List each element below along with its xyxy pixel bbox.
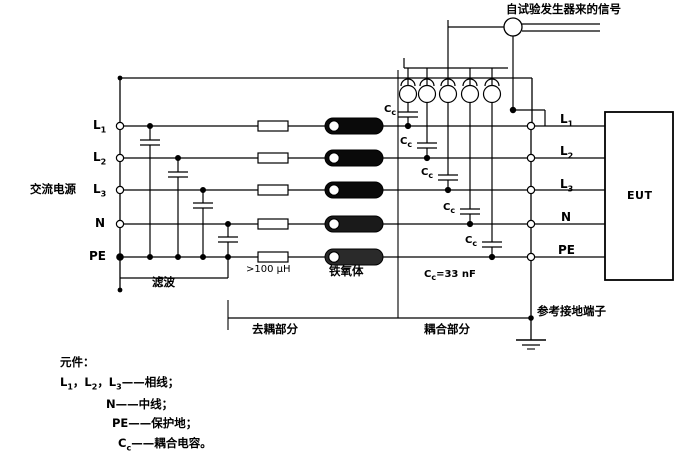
legend-row-cc: Cc——耦合电容。	[60, 435, 212, 453]
cc2-base: C	[400, 136, 408, 147]
ccv-base: C	[424, 269, 432, 280]
output-terminals	[526, 121, 536, 340]
decoupling-section-label: 去耦部分	[252, 322, 298, 336]
ferrite-label: 铁氧体	[329, 264, 364, 278]
cc4-base: C	[443, 202, 451, 213]
legend-phase-desc: ——相线；	[121, 374, 180, 389]
l2-base: L	[93, 150, 101, 164]
coupling-switch-bank	[398, 20, 508, 105]
eut-box	[604, 111, 674, 281]
right-line-label-l1: L1	[560, 113, 573, 128]
earth-ground-symbol	[516, 339, 546, 350]
l2-sub: 2	[100, 157, 107, 167]
cc-label-2: Cc	[400, 137, 412, 149]
left-line-label-l1: L1	[93, 119, 106, 134]
legend-block: 元件： L1，L2，L3——相线； N——中线； PE——保护地； Cc——耦合…	[60, 355, 212, 460]
coupling-section-label: 耦合部分	[424, 322, 470, 336]
decoupling-inductors	[257, 120, 289, 263]
ferrite-beads	[324, 117, 384, 266]
ccv-value: =33 nF	[436, 269, 476, 280]
l1-base-right: L	[560, 112, 568, 126]
section-dividers	[227, 70, 399, 330]
cc-label-4: Cc	[443, 203, 455, 215]
cc-value-label: Cc=33 nF	[424, 270, 476, 282]
cc-label-5: Cc	[465, 236, 477, 248]
ccv-sub: c	[431, 273, 437, 282]
cc3-sub: c	[428, 171, 434, 180]
legend-l3-sub: 3	[116, 381, 122, 391]
cc5-base: C	[465, 235, 473, 246]
legend-l3: ，L	[97, 374, 117, 389]
l2-base-right: L	[560, 144, 568, 158]
right-line-label-l2: L2	[560, 145, 573, 160]
ground-terminal-label: 参考接地端子	[537, 304, 606, 318]
right-line-label-n: N	[561, 210, 572, 224]
left-line-label-l3: L3	[93, 183, 106, 198]
l1-sub: 1	[100, 125, 107, 135]
legend-pe: PE	[112, 416, 129, 431]
ac-source-label: 交流电源	[30, 182, 76, 196]
left-line-label-pe: PE	[89, 249, 106, 263]
right-line-label-pe: PE	[558, 243, 575, 257]
legend-pe-desc: ——保护地；	[128, 416, 198, 431]
legend-l1-sub: 1	[67, 381, 73, 391]
l3-base: L	[93, 182, 101, 196]
legend-cc-desc: ——耦合电容。	[131, 435, 212, 450]
left-line-label-l2: L2	[93, 151, 106, 166]
cc5-sub: c	[472, 239, 478, 248]
filter-box	[120, 257, 229, 279]
legend-row-phase: L1，L2，L3——相线；	[60, 374, 212, 391]
legend-l2-sub: 2	[91, 381, 98, 391]
signal-generator-input	[448, 17, 600, 126]
right-line-label-l3: L3	[560, 178, 573, 193]
filter-capacitors	[140, 122, 238, 261]
signal-source-label: 自试验发生器来的信号	[506, 2, 621, 16]
l3-base-right: L	[560, 177, 568, 191]
l1-base: L	[93, 118, 101, 132]
left-line-label-n: N	[95, 216, 106, 230]
legend-row-neutral: N——中线；	[60, 396, 212, 411]
cc1-sub: c	[391, 108, 397, 117]
l2-sub-right: 2	[567, 151, 574, 161]
cc-label-3: Cc	[421, 168, 433, 180]
eut-label: EUT	[627, 189, 653, 202]
coupling-capacitors	[398, 104, 502, 261]
l3-sub: 3	[100, 189, 107, 199]
legend-l1: L	[60, 374, 68, 389]
legend-cc: C	[118, 435, 127, 450]
legend-n: N	[106, 396, 116, 411]
legend-row-pe: PE——保护地；	[60, 418, 212, 430]
legend-heading: 元件：	[60, 355, 95, 369]
legend-cc-sub: c	[126, 443, 132, 453]
l3-sub-right: 3	[567, 184, 574, 194]
inductor-value-label: >100 µH	[246, 264, 291, 275]
legend-l2: ，L	[72, 374, 92, 389]
cc3-base: C	[421, 167, 429, 178]
cc-label-1: Cc	[384, 105, 396, 117]
cc2-sub: c	[407, 140, 413, 149]
cc1-base: C	[384, 104, 392, 115]
source-terminals	[115, 75, 125, 293]
cc4-sub: c	[450, 206, 456, 215]
legend-n-desc: ——中线；	[115, 396, 174, 411]
l1-sub-right: 1	[567, 119, 574, 129]
filter-label: 滤波	[152, 275, 175, 289]
